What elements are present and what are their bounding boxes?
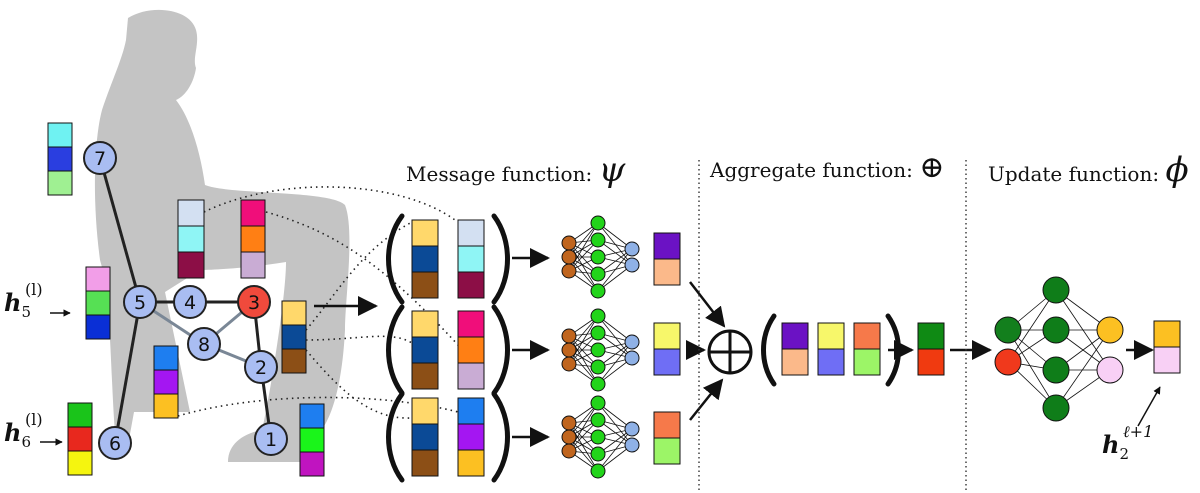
h2-sup: ℓ+1 — [1123, 421, 1154, 441]
graph-node-2 — [244, 350, 278, 384]
neuron — [1042, 316, 1070, 344]
neuron — [590, 283, 606, 299]
neuron — [994, 348, 1022, 376]
neuron — [590, 376, 606, 392]
person-silhouette — [94, 9, 350, 462]
h5-sub: 5 — [21, 303, 31, 322]
update-network — [994, 276, 1124, 422]
neuron — [561, 328, 577, 344]
h2-sub: 2 — [1119, 445, 1129, 464]
neuron — [590, 215, 606, 231]
section-dividers — [698, 160, 967, 493]
neuron — [561, 235, 577, 251]
feature-vectors-graph — [47, 122, 325, 477]
graph-node-label: 8 — [198, 334, 210, 356]
neuron — [590, 446, 606, 462]
neuron — [624, 257, 640, 273]
neuron — [590, 249, 606, 265]
graph-node-labels: 7 5 4 3 8 2 6 1 — [94, 148, 277, 455]
neuron — [1096, 356, 1124, 384]
h6-sup: (l) — [25, 409, 43, 429]
neuron — [590, 266, 606, 282]
update-function-title: Update function: ϕ — [988, 150, 1189, 190]
h2-base: h — [1102, 430, 1120, 459]
message-function-label: Message function: — [406, 162, 593, 186]
h5-label: h5 (l) — [4, 280, 43, 322]
neuron — [590, 325, 606, 341]
graph-node-1 — [254, 422, 288, 456]
neuron — [561, 263, 577, 279]
oplus-title-symbol: ⊕ — [919, 150, 945, 185]
neuron — [561, 429, 577, 445]
neuron — [590, 429, 606, 445]
neuron — [561, 415, 577, 431]
neuron — [624, 241, 640, 257]
graph-node-7 — [83, 141, 117, 175]
neuron — [994, 316, 1022, 344]
graph-node-label: 1 — [265, 429, 277, 451]
update-output — [1126, 320, 1181, 427]
graph-node-5 — [123, 285, 157, 319]
graph-node-4 — [173, 285, 207, 319]
graph-node-label: 7 — [94, 148, 106, 170]
h6-base: h — [4, 418, 22, 447]
neuron — [590, 463, 606, 479]
aggregate-function-title: Aggregate function: ⊕ — [710, 150, 944, 185]
aggregate-input-arrows — [686, 281, 726, 421]
phi-symbol: ϕ — [1165, 150, 1189, 190]
neuron — [1096, 316, 1124, 344]
graph-node-label: 4 — [184, 292, 196, 314]
neuron — [561, 443, 577, 459]
neuron — [624, 350, 640, 366]
message-networks — [561, 215, 640, 479]
update-function-label: Update function: — [988, 162, 1160, 186]
neuron — [624, 421, 640, 437]
neuron — [590, 395, 606, 411]
h5-sup: (l) — [25, 279, 43, 299]
h-label-arrows — [40, 309, 71, 446]
graph-node-6 — [98, 426, 132, 460]
graph-nodes — [83, 141, 288, 460]
psi-symbol: ψ — [598, 150, 626, 190]
h2-label: h2 ℓ+1 — [1102, 422, 1153, 464]
graph-node-8 — [187, 327, 221, 361]
h6-sub: 6 — [21, 433, 31, 452]
neuron — [561, 249, 577, 265]
graph-node-label: 6 — [109, 433, 121, 455]
neuron — [590, 359, 606, 375]
graph-node-label: 5 — [134, 292, 146, 314]
neuron — [561, 356, 577, 372]
neuron — [624, 437, 640, 453]
oplus-symbol — [707, 329, 753, 375]
graph-node-3 — [237, 285, 271, 319]
aggregate-vectors — [761, 313, 992, 387]
graph-node-label: 3 — [248, 292, 260, 314]
neuron — [561, 342, 577, 358]
neuron — [1042, 356, 1070, 384]
neuron — [1042, 276, 1070, 304]
neuron — [1042, 394, 1070, 422]
neuron — [590, 342, 606, 358]
message-pairs — [386, 213, 550, 483]
neuron — [590, 412, 606, 428]
h5-base: h — [4, 288, 22, 317]
neuron — [590, 232, 606, 248]
message-outputs — [653, 232, 681, 465]
message-function-title: Message function: ψ — [406, 150, 625, 190]
aggregate-function-label: Aggregate function: — [710, 158, 913, 182]
h6-label: h6 (l) — [4, 410, 43, 452]
neuron — [590, 308, 606, 324]
neuron — [624, 334, 640, 350]
graph-node-label: 2 — [255, 357, 267, 379]
